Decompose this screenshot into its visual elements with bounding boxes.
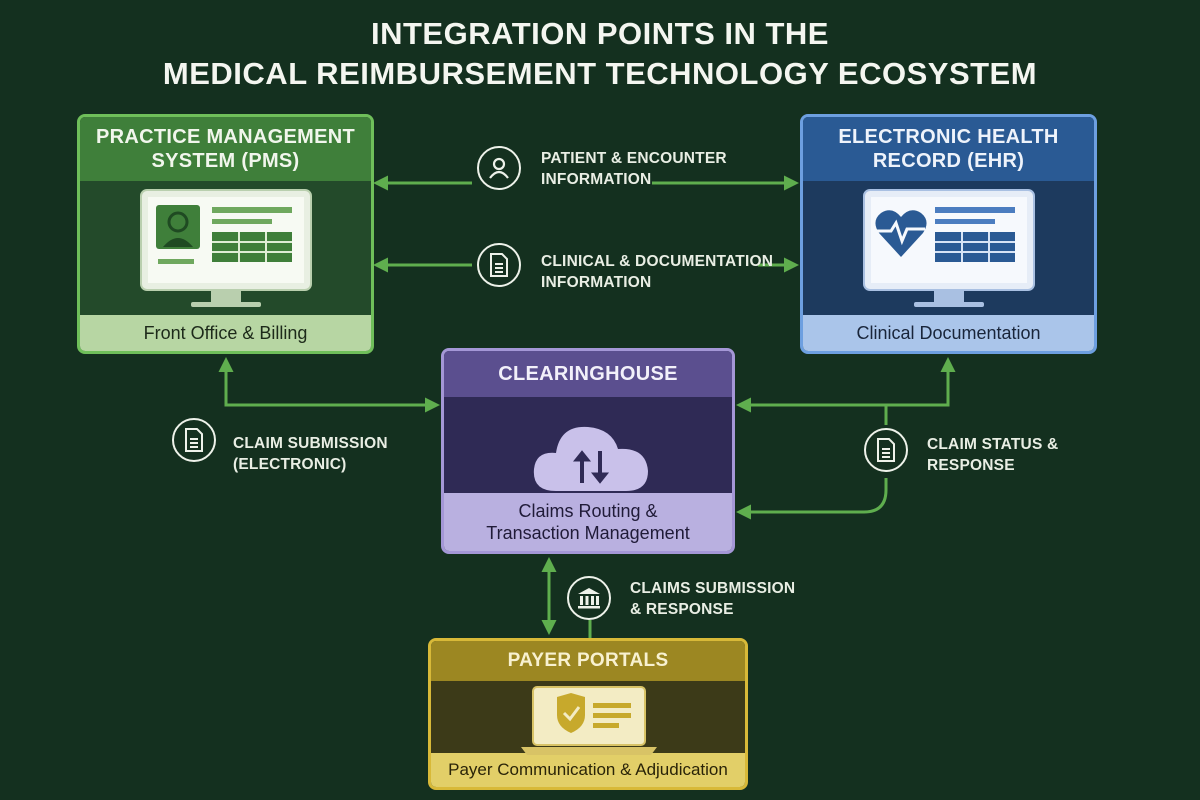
- pms-node: PRACTICE MANAGEMENT SYSTEM (PMS) Front O…: [77, 114, 374, 354]
- claim-status-arrow: [739, 405, 888, 512]
- clearinghouse-node: CLEARINGHOUSE Claims Routing & Transacti…: [441, 348, 735, 554]
- clearinghouse-footer-line-1: Claims Routing &: [518, 501, 658, 521]
- title-line-2: MEDICAL REIMBURSEMENT TECHNOLOGY ECOSYST…: [162, 56, 1038, 91]
- title-line-1: INTEGRATION POINTS IN THE: [371, 16, 829, 51]
- patient-encounter-label: PATIENT & ENCOUNTER INFORMATION: [541, 148, 727, 190]
- laptop-shield-icon: [521, 686, 657, 755]
- claim-status-line-1: CLAIM STATUS &: [927, 436, 1059, 453]
- ehr-title-line-2: RECORD (EHR): [872, 150, 1025, 172]
- pms-title-line-1: PRACTICE MANAGEMENT: [95, 126, 356, 148]
- claim-status-line-2: RESPONSE: [927, 457, 1015, 474]
- ehr-title-line-1: ELECTRONIC HEALTH: [838, 126, 1059, 148]
- ehr-clearinghouse-arrow: [736, 357, 956, 413]
- payer-header: PAYER PORTALS: [431, 641, 745, 681]
- bank-icon: [567, 576, 611, 620]
- ehr-body: [803, 181, 1094, 315]
- clinical-documentation-label: CLINICAL & DOCUMENTATION INFORMATION: [541, 251, 773, 293]
- pms-clearinghouse-arrow: [218, 357, 440, 413]
- monitor-heart-icon: [863, 189, 1035, 307]
- clearinghouse-header: CLEARINGHOUSE: [444, 351, 732, 397]
- document-icon: [864, 428, 908, 472]
- pms-body: [80, 181, 371, 315]
- monitor-icon: [140, 189, 312, 307]
- diagram-title: INTEGRATION POINTS IN THE MEDICAL REIMBU…: [0, 14, 1200, 94]
- pms-header: PRACTICE MANAGEMENT SYSTEM (PMS): [80, 117, 371, 181]
- document-icon: [477, 243, 521, 287]
- claim-submission-line-1: CLAIM SUBMISSION: [233, 435, 388, 452]
- payer-body: [431, 681, 745, 755]
- patient-label-line-1: PATIENT & ENCOUNTER: [541, 150, 727, 167]
- pms-footer: Front Office & Billing: [80, 315, 371, 351]
- cloud-transfer-icon: [533, 426, 648, 491]
- ehr-node: ELECTRONIC HEALTH RECORD (EHR) Clinical …: [800, 114, 1097, 354]
- pms-title-line-2: SYSTEM (PMS): [151, 150, 300, 172]
- payer-node: PAYER PORTALS Payer Communication & Adju…: [428, 638, 748, 790]
- claim-submission-label: CLAIM SUBMISSION (ELECTRONIC): [233, 433, 388, 475]
- claim-submission-line-2: (ELECTRONIC): [233, 456, 347, 473]
- claims-payer-line-1: CLAIMS SUBMISSION: [630, 580, 796, 597]
- person-icon: [477, 146, 521, 190]
- ehr-header: ELECTRONIC HEALTH RECORD (EHR): [803, 117, 1094, 181]
- clearinghouse-footer-line-2: Transaction Management: [486, 523, 690, 543]
- payer-footer: Payer Communication & Adjudication: [431, 753, 745, 787]
- clearinghouse-body: [444, 397, 732, 493]
- claims-submission-response-label: CLAIMS SUBMISSION & RESPONSE: [630, 578, 795, 620]
- document-icon: [172, 418, 216, 462]
- clearinghouse-footer: Claims Routing & Transaction Management: [444, 493, 732, 551]
- claim-status-label: CLAIM STATUS & RESPONSE: [927, 434, 1058, 476]
- clinical-label-line-1: CLINICAL & DOCUMENTATION: [541, 253, 774, 270]
- claims-payer-line-2: & RESPONSE: [630, 601, 734, 618]
- patient-label-line-2: INFORMATION: [541, 171, 652, 188]
- ehr-footer: Clinical Documentation: [803, 315, 1094, 351]
- clinical-label-line-2: INFORMATION: [541, 274, 652, 291]
